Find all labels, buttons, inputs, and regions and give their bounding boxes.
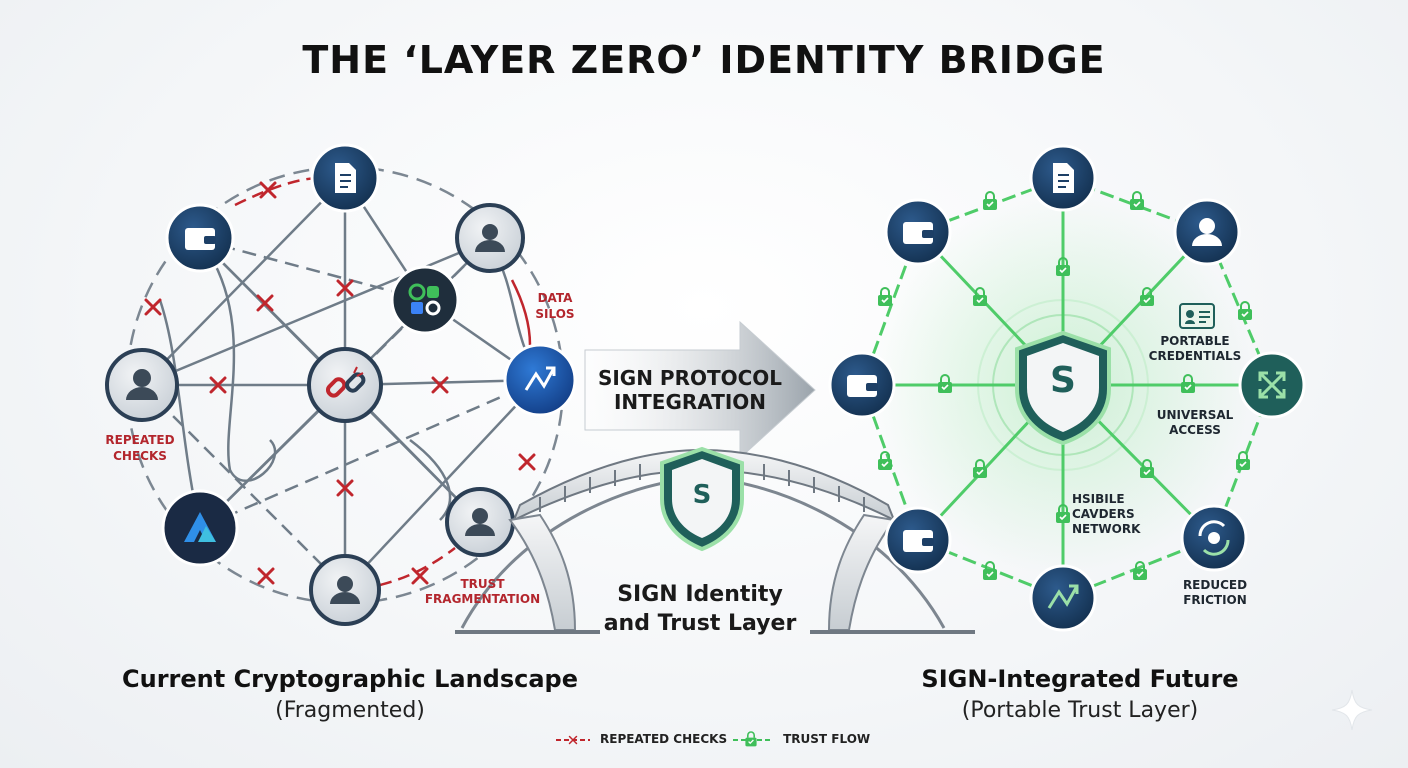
- node-friction: [1182, 506, 1246, 570]
- node-chart: [1031, 566, 1095, 630]
- document-icon: [1053, 163, 1074, 193]
- x-mark: [520, 455, 534, 469]
- x-mark: [259, 569, 273, 583]
- node-wallet: [167, 205, 233, 271]
- node-chart: [505, 345, 575, 415]
- arrow-label: SIGN PROTOCOL INTEGRATION: [590, 366, 790, 414]
- label-line: FRAGMENTATION: [420, 592, 545, 607]
- node-document: [1031, 146, 1095, 210]
- bridge-shield-letter: S: [682, 480, 722, 510]
- left-caption: Current Cryptographic Landscape: [100, 665, 600, 693]
- label-line: HSIBILE: [1072, 492, 1152, 507]
- wallet-icon: [847, 375, 878, 397]
- x-mark: [146, 300, 160, 314]
- label-line: TRUST: [420, 577, 545, 592]
- node-center: [309, 349, 381, 421]
- wallet-icon: [185, 228, 216, 250]
- label-line: SILOS: [525, 306, 585, 322]
- bridge-label: SIGN Identity and Trust Layer: [590, 580, 810, 638]
- data-silos-label: DATA SILOS: [525, 290, 585, 322]
- lock-icon: [983, 192, 997, 210]
- node-apps: [392, 267, 458, 333]
- universal-access-label: UNIVERSAL ACCESS: [1145, 408, 1245, 438]
- left-network: [107, 145, 575, 624]
- label-line: NETWORK: [1072, 522, 1152, 537]
- legend-trust-label: TRUST FLOW: [783, 732, 870, 746]
- label-line: REDUCED: [1175, 578, 1255, 593]
- node-user-bottom-right: [447, 489, 513, 555]
- x-mark: [261, 183, 275, 197]
- label-line: CREDENTIALS: [1140, 349, 1250, 364]
- label-line: CAVDERS: [1072, 507, 1152, 522]
- x-mark: [258, 296, 272, 310]
- arrow-line: SIGN PROTOCOL: [590, 366, 790, 390]
- label-line: CHECKS: [100, 448, 180, 464]
- x-mark: [433, 378, 447, 392]
- label-line: FRICTION: [1175, 593, 1255, 608]
- hub-letter: S: [1038, 360, 1088, 401]
- label-line: PORTABLE: [1140, 334, 1250, 349]
- lock-icon: [878, 288, 892, 306]
- label-line: ACCESS: [1145, 423, 1245, 438]
- lock-icon: [983, 562, 997, 580]
- node-wallet-left: [830, 353, 894, 417]
- node-wallet: [886, 200, 950, 264]
- node-user-top: [457, 205, 523, 271]
- label-line: UNIVERSAL: [1145, 408, 1245, 423]
- reduced-friction-label: REDUCED FRICTION: [1175, 578, 1255, 608]
- portable-credentials-label: PORTABLE CREDENTIALS: [1140, 334, 1250, 364]
- mobile-network-label: HSIBILE CAVDERS NETWORK: [1072, 492, 1152, 537]
- node-wallet-bottom: [886, 508, 950, 572]
- left-subcaption: (Fragmented): [100, 698, 600, 723]
- repeated-checks-label: REPEATED CHECKS: [100, 432, 180, 464]
- node-user-bottom: [311, 556, 379, 624]
- document-icon: [335, 163, 356, 193]
- lock-icon: [1238, 302, 1252, 320]
- label-line: REPEATED: [100, 432, 180, 448]
- right-caption: SIGN-Integrated Future: [880, 665, 1280, 693]
- node-user-left: [107, 350, 177, 420]
- sparkle-icon: [1330, 688, 1374, 732]
- lock-icon: [1130, 192, 1144, 210]
- node-user: [1175, 200, 1239, 264]
- label-line: DATA: [525, 290, 585, 306]
- wallet-icon: [903, 530, 934, 552]
- node-document: [312, 145, 378, 211]
- bridge-line: SIGN Identity: [590, 580, 810, 609]
- bridge-line: and Trust Layer: [590, 609, 810, 638]
- trust-fragmentation-label: TRUST FRAGMENTATION: [420, 577, 545, 607]
- right-subcaption: (Portable Trust Layer): [880, 698, 1280, 723]
- wallet-icon: [903, 222, 934, 244]
- legend: REPEATED CHECKS TRUST FLOW: [556, 732, 870, 746]
- credential-card-icon: [1180, 304, 1214, 328]
- arrow-line: INTEGRATION: [590, 390, 790, 414]
- lock-icon: [1133, 562, 1147, 580]
- legend-repeated-label: REPEATED CHECKS: [600, 732, 727, 746]
- node-logo: [163, 491, 237, 565]
